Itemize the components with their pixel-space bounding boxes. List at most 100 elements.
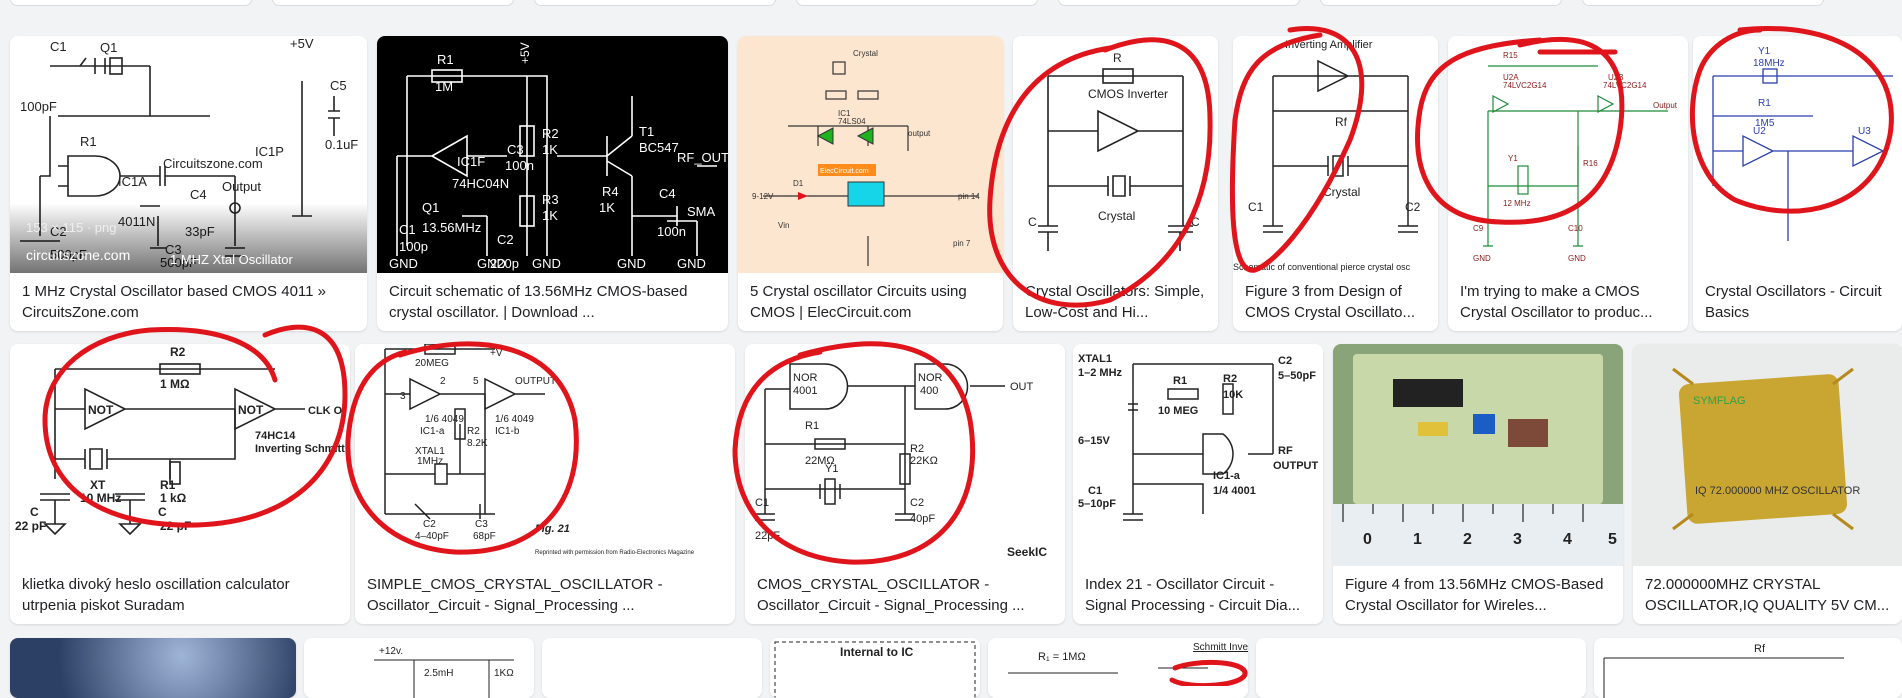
svg-text:12 MHz: 12 MHz xyxy=(1503,199,1531,208)
result-thumbnail[interactable] xyxy=(10,638,296,698)
image-result-card[interactable]: Internal to IC xyxy=(770,638,980,698)
result-thumbnail[interactable] xyxy=(542,638,762,698)
filter-chip[interactable] xyxy=(272,0,514,6)
result-caption[interactable]: Crystal Oscillators - Circuit Basics xyxy=(1705,283,1882,321)
result-caption[interactable]: 72.000000MHZ CRYSTAL OSCILLATOR,IQ QUALI… xyxy=(1645,576,1890,614)
svg-text:2: 2 xyxy=(1463,531,1472,548)
svg-text:D1: D1 xyxy=(793,179,804,188)
result-caption[interactable]: SIMPLE_CMOS_CRYSTAL_OSCILLATOR - Oscilla… xyxy=(367,576,663,614)
svg-text:Crystal: Crystal xyxy=(1098,209,1135,223)
svg-text:Y1: Y1 xyxy=(825,463,838,475)
result-caption[interactable]: 5 Crystal oscillator Circuits using CMOS… xyxy=(750,283,967,321)
filter-chip[interactable] xyxy=(1058,0,1300,6)
filter-chip[interactable] xyxy=(534,0,776,6)
result-thumbnail[interactable]: R₁ = 1MΩ Schmitt Inverter xyxy=(988,638,1248,698)
filter-chip[interactable] xyxy=(10,0,252,6)
svg-text:Y1: Y1 xyxy=(1508,154,1518,163)
hover-overlay xyxy=(10,203,367,273)
svg-text:1 kΩ: 1 kΩ xyxy=(160,491,187,505)
result-thumbnail[interactable]: Rf xyxy=(1594,638,1902,698)
result-caption[interactable]: CMOS_CRYSTAL_OSCILLATOR - Oscillator_Cir… xyxy=(757,576,1025,614)
image-result-card[interactable] xyxy=(1256,638,1586,698)
svg-text:3: 3 xyxy=(1513,531,1522,548)
svg-text:GND: GND xyxy=(1473,254,1491,263)
svg-text:RF_OUT: RF_OUT xyxy=(677,150,728,165)
filter-chip[interactable] xyxy=(796,0,1038,6)
svg-text:U3: U3 xyxy=(1858,126,1871,137)
svg-text:74LS04: 74LS04 xyxy=(838,117,866,126)
image-result-card[interactable] xyxy=(542,638,762,698)
svg-text:R16: R16 xyxy=(1583,159,1598,168)
source-domain[interactable]: circuitszone.com xyxy=(26,247,131,263)
svg-text:R1: R1 xyxy=(80,134,97,149)
svg-text:R1: R1 xyxy=(1758,98,1771,109)
result-caption[interactable]: 1 MHz Crystal Oscillator based CMOS 4011… xyxy=(22,283,326,321)
svg-text:4–40pF: 4–40pF xyxy=(415,531,449,542)
svg-text:R2: R2 xyxy=(467,426,480,437)
svg-text:1K: 1K xyxy=(599,200,615,215)
svg-text:NOT: NOT xyxy=(238,403,264,417)
result-caption[interactable]: Index 21 - Oscillator Circuit - Signal P… xyxy=(1085,576,1301,614)
result-thumbnail[interactable]: Internal to IC xyxy=(770,638,980,698)
svg-text:5–10pF: 5–10pF xyxy=(1078,498,1116,510)
image-result-card[interactable] xyxy=(10,638,296,698)
image-result-card[interactable]: Rf xyxy=(1594,638,1902,698)
result-caption[interactable]: Figure 4 from 13.56MHz CMOS-Based Crysta… xyxy=(1345,576,1604,614)
site-watermark: Circuitszone.com xyxy=(163,156,263,171)
result-caption[interactable]: klietka divoký heslo oscillation calcula… xyxy=(22,576,290,614)
image-result-card[interactable]: R₁ = 1MΩ Schmitt Inverter xyxy=(988,638,1248,698)
svg-text:BC547: BC547 xyxy=(639,140,679,155)
image-result-card[interactable]: SYMFLAG IQ 72.000000 MHZ OSCILLATOR 72.0… xyxy=(1633,344,1902,624)
result-thumbnail[interactable]: SYMFLAG IQ 72.000000 MHZ OSCILLATOR xyxy=(1633,344,1902,566)
svg-text:C9: C9 xyxy=(1473,224,1484,233)
result-caption[interactable]: I'm trying to make a CMOS Crystal Oscill… xyxy=(1460,283,1653,321)
result-caption[interactable]: Figure 3 from Design of CMOS Crystal Osc… xyxy=(1245,283,1416,321)
svg-text:GND: GND xyxy=(1568,254,1586,263)
circuit-schematic-image: Internal to IC xyxy=(774,641,976,698)
svg-text:Output: Output xyxy=(222,179,261,194)
result-thumbnail[interactable] xyxy=(1256,638,1586,698)
svg-text:Inverting Schmitt: Inverting Schmitt xyxy=(255,443,345,455)
svg-text:NOR: NOR xyxy=(793,372,818,384)
svg-text:Reprinted with permission from: Reprinted with permission from Radio-Ele… xyxy=(535,550,695,556)
thumbnail-title: 1 MHZ Xtal Oscillator xyxy=(170,252,293,267)
clock-label: CLK O xyxy=(308,405,343,417)
result-caption[interactable]: Circuit schematic of 13.56MHz CMOS-based… xyxy=(389,283,688,321)
svg-text:GND: GND xyxy=(389,256,418,271)
svg-text:1/6 4049: 1/6 4049 xyxy=(425,414,464,425)
svg-text:CMOS Inverter: CMOS Inverter xyxy=(1088,87,1168,101)
result-thumbnail[interactable]: +12v. 2.5mH 1KΩ xyxy=(304,638,534,698)
filter-chip[interactable] xyxy=(1582,0,1824,6)
image-result-card[interactable]: +12v. 2.5mH 1KΩ xyxy=(304,638,534,698)
site-watermark: ElecCircuit.com xyxy=(820,168,869,175)
svg-text:C3: C3 xyxy=(507,142,524,157)
filter-chip[interactable] xyxy=(1320,0,1562,6)
result-caption[interactable]: Crystal Oscillators: Simple, Low-Cost an… xyxy=(1025,283,1205,321)
